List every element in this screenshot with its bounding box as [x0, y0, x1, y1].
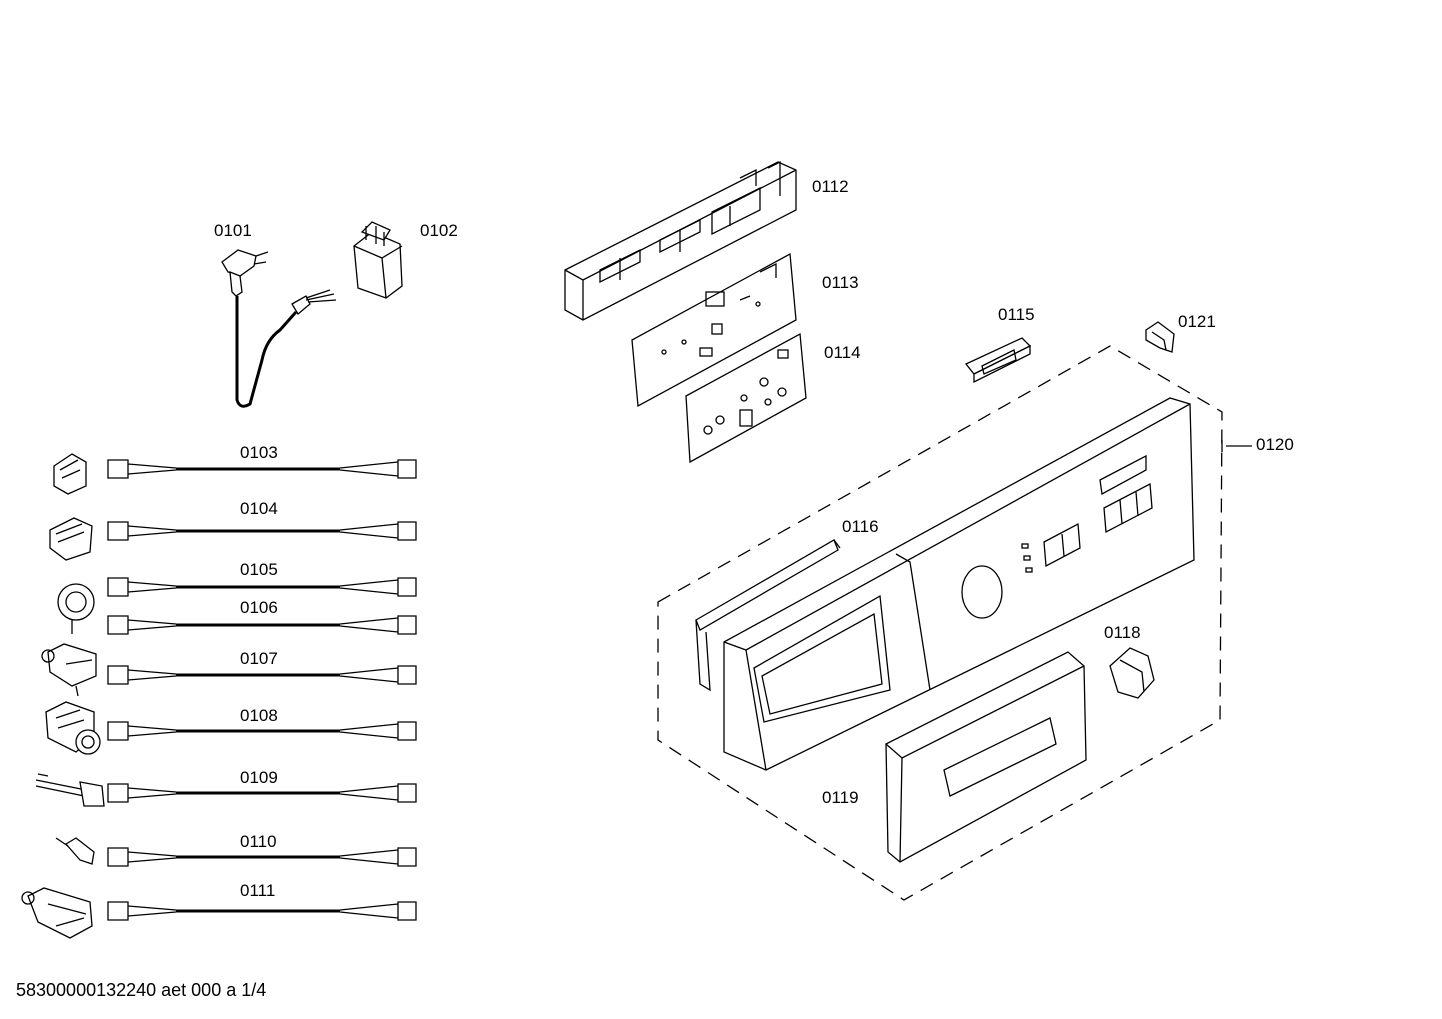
part-0111-valve-harness[interactable]	[21, 887, 417, 939]
part-0116-seal[interactable]	[695, 539, 841, 692]
label-0103: 0103	[240, 443, 278, 462]
part-0106-harness[interactable]	[107, 615, 417, 635]
label-0120: 0120	[1256, 435, 1294, 454]
part-0112-control-frame[interactable]	[564, 160, 797, 321]
label-0106: 0106	[240, 598, 278, 617]
label-0115: 0115	[998, 305, 1035, 324]
label-0102: 0102	[420, 221, 458, 240]
part-0108-pump-harness[interactable]	[45, 701, 417, 755]
part-0102-suppressor[interactable]	[353, 221, 403, 299]
part-0118-knob[interactable]	[1109, 647, 1155, 699]
label-0110: 0110	[240, 832, 277, 851]
label-0105: 0105	[240, 560, 278, 579]
label-0111: 0111	[240, 881, 275, 900]
footer-document-id: 58300000132240 aet 000 a 1/4	[16, 980, 267, 1000]
label-0101: 0101	[214, 221, 252, 240]
part-0113-circuit-board[interactable]	[631, 252, 797, 408]
part-0105-pressure-switch-harness[interactable]	[57, 577, 417, 634]
part-0115-display[interactable]	[964, 337, 1032, 384]
part-0119-drawer-handle[interactable]	[885, 651, 1087, 863]
part-0121-clip[interactable]	[1145, 321, 1175, 353]
label-0112: 0112	[812, 177, 849, 196]
assembly-0120-bracket	[1221, 440, 1252, 452]
part-0101-power-cord[interactable]	[221, 249, 337, 408]
part-0110-sensor-harness[interactable]	[55, 837, 417, 867]
part-0120-fascia-panel[interactable]	[723, 397, 1195, 771]
label-0113: 0113	[822, 273, 859, 292]
assembly-0120-outline	[657, 345, 1223, 901]
part-0103-door-lock-harness[interactable]	[53, 453, 417, 495]
label-0118: 0118	[1104, 623, 1141, 642]
label-0108: 0108	[240, 706, 278, 725]
part-0109-heater-harness[interactable]	[35, 773, 417, 807]
label-0116: 0116	[842, 517, 879, 536]
label-0119: 0119	[822, 788, 859, 807]
label-0109: 0109	[240, 768, 278, 787]
part-0107-valve-harness[interactable]	[41, 643, 417, 697]
label-0107: 0107	[240, 649, 278, 668]
label-0104: 0104	[240, 499, 278, 518]
label-0114: 0114	[824, 343, 861, 362]
label-0121: 0121	[1178, 312, 1216, 331]
part-0114-display-board[interactable]	[685, 332, 807, 464]
part-0104-door-lock-harness[interactable]	[49, 517, 417, 561]
